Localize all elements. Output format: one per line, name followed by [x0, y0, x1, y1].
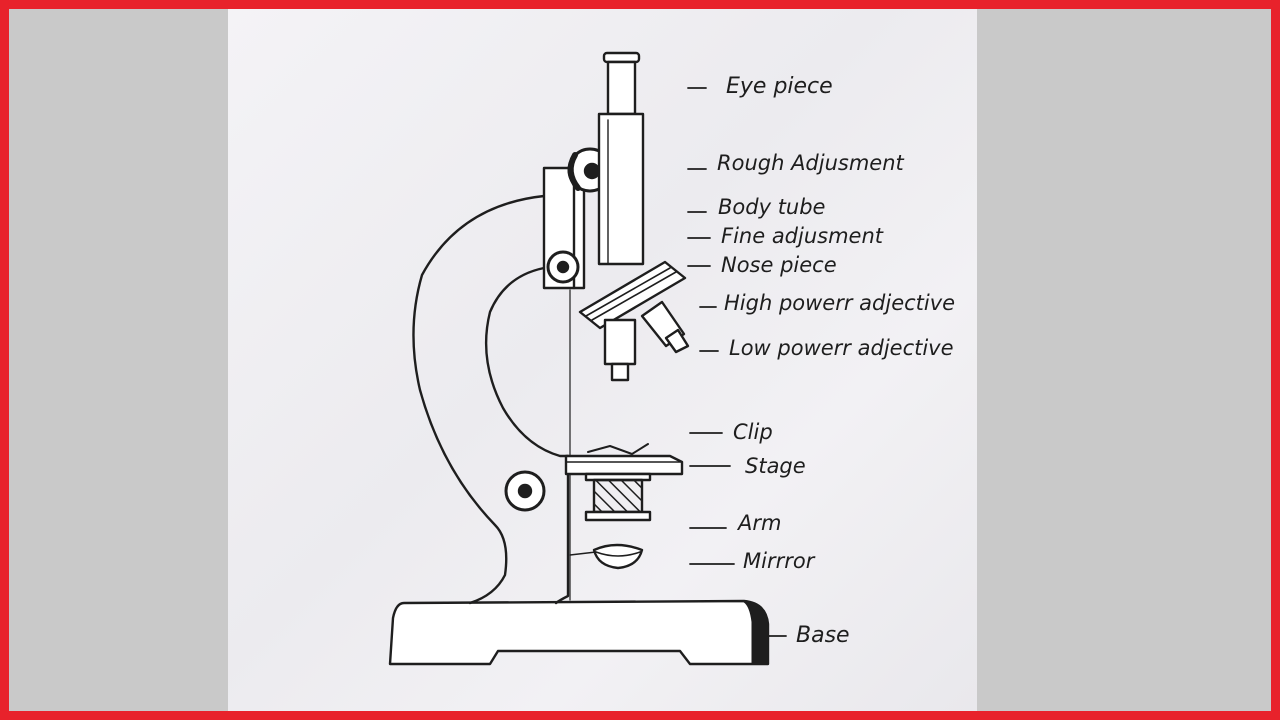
eye-piece — [602, 51, 641, 116]
label-high-power-objective: High powerr adjective — [724, 291, 956, 315]
label-nose-piece: Nose piece — [721, 253, 837, 277]
arm — [412, 194, 571, 605]
clip — [587, 443, 649, 455]
condenser — [584, 472, 652, 522]
body-tube — [597, 112, 645, 266]
label-fine-adjustment: Fine adjusment — [721, 224, 884, 248]
label-body-tube: Body tube — [718, 195, 826, 219]
low-power-objective — [603, 318, 637, 382]
leader-lines — [687, 87, 787, 637]
high-power-objective — [640, 300, 690, 354]
label-eye-piece: Eye piece — [726, 74, 833, 99]
stage — [564, 454, 684, 476]
label-base: Base — [796, 623, 850, 648]
nose-piece — [578, 260, 687, 330]
base — [388, 599, 770, 666]
label-clip: Clip — [733, 420, 773, 444]
fine-adjustment-knob — [546, 250, 580, 284]
arm-knob — [504, 470, 546, 512]
label-stage: Stage — [745, 454, 806, 478]
label-arm: Arm — [738, 511, 782, 535]
label-low-power-objective: Low powerr adjective — [729, 336, 954, 360]
mirror — [569, 543, 644, 570]
label-rough-adjustment: Rough Adjusment — [717, 151, 904, 175]
label-mirror: Mirrror — [743, 549, 815, 573]
